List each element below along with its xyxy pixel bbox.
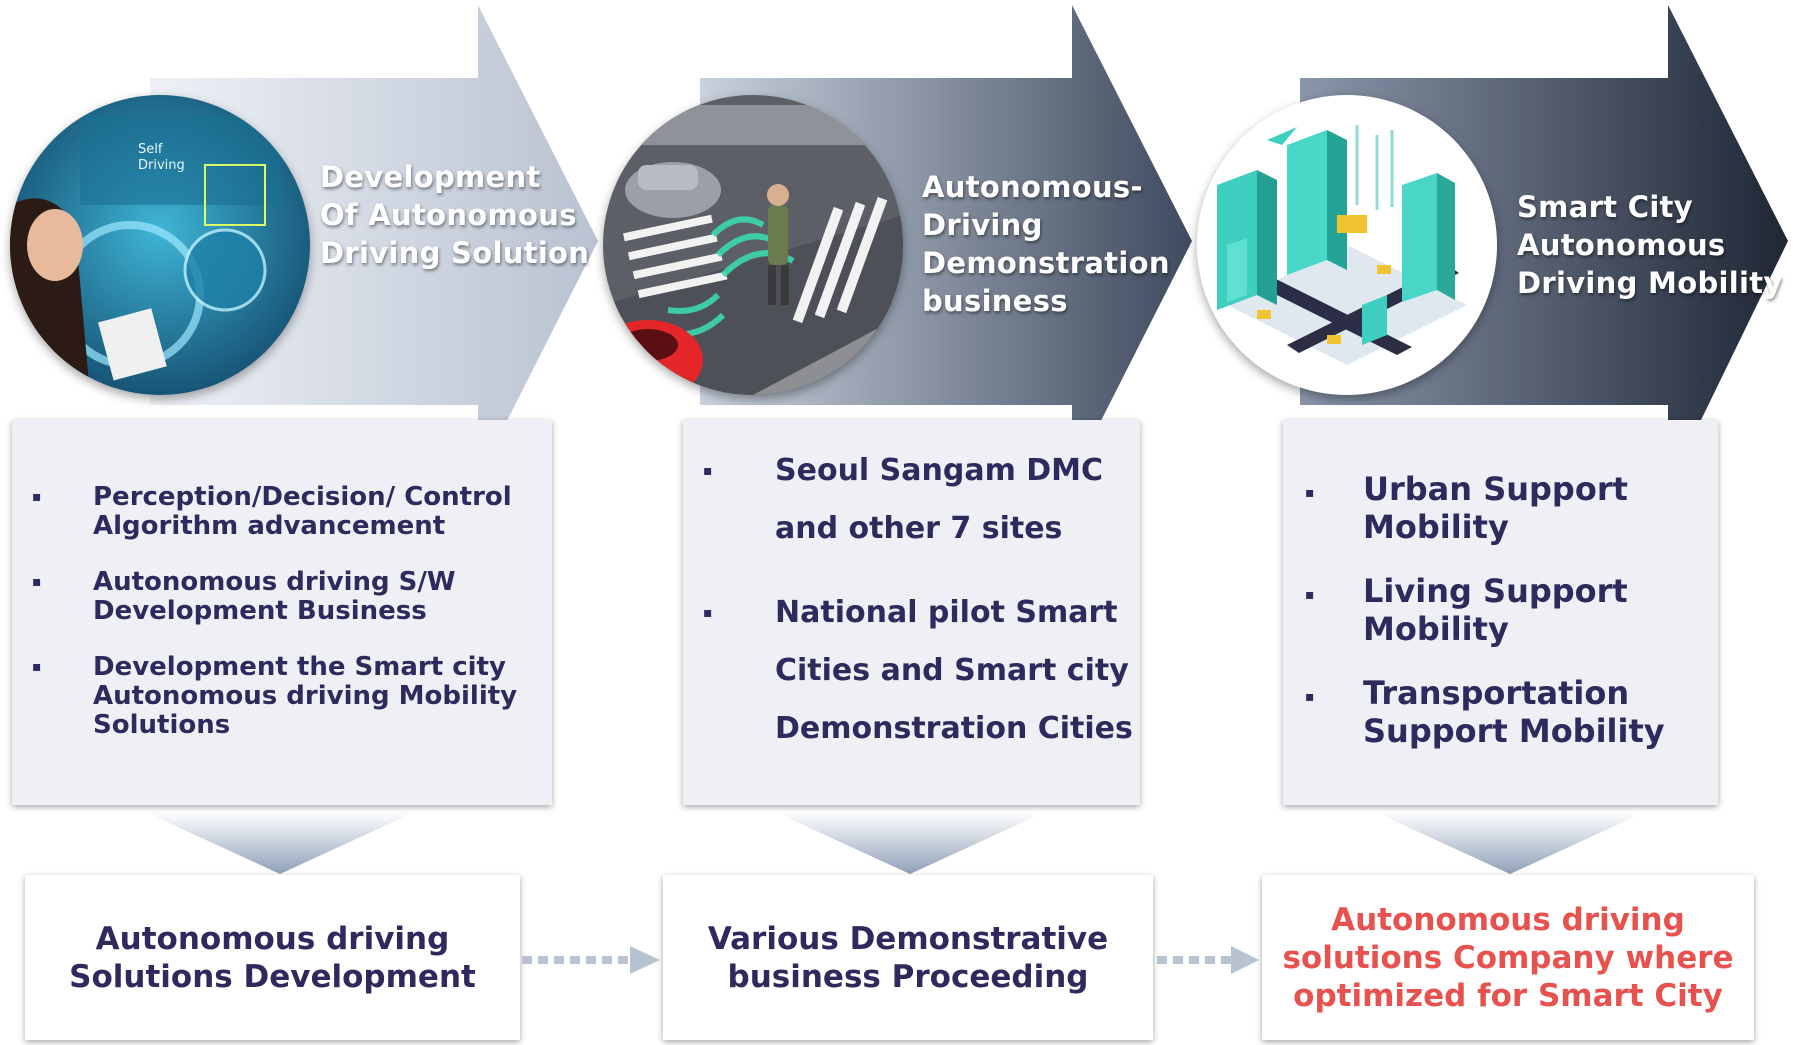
down-arrow-icon bbox=[775, 812, 1045, 874]
street-crossing-sensor-image bbox=[603, 95, 903, 395]
stage-2-title: Autonomous- Driving Demonstration busine… bbox=[922, 170, 1170, 318]
bullet-icon: ▪ bbox=[703, 605, 713, 621]
list-item: ▪ Transportation Support Mobility bbox=[1305, 674, 1665, 750]
bullet-icon: ▪ bbox=[1305, 689, 1315, 705]
list-item: ▪ Development the Smart city Autonomous … bbox=[32, 652, 518, 740]
self-driving-label: Self bbox=[138, 142, 163, 157]
stage-2-details: ▪ Seoul Sangam DMC and other 7 sites ▪ N… bbox=[683, 420, 1140, 805]
bullet-icon: ▪ bbox=[32, 574, 42, 590]
self-driving-label-2: Driving bbox=[138, 158, 185, 173]
stage-3-details: ▪ Urban Support Mobility ▪ Living Suppor… bbox=[1283, 420, 1718, 805]
stage-1-details: ▪ Perception/Decision/ Control Algorithm… bbox=[12, 420, 552, 805]
list-item: ▪ Seoul Sangam DMC and other 7 sites bbox=[683, 442, 1140, 558]
bullet-icon: ▪ bbox=[32, 659, 42, 675]
stage-2-result: Various Demonstrative business Proceedin… bbox=[663, 875, 1153, 1040]
list-item: ▪ National pilot Smart Cities and Smart … bbox=[683, 584, 1140, 758]
bullet-icon: ▪ bbox=[1305, 587, 1315, 603]
self-driving-car-interior-image: Self Driving bbox=[10, 95, 310, 395]
bullet-icon: ▪ bbox=[1305, 485, 1315, 501]
result-text: Various Demonstrative business Proceedin… bbox=[707, 920, 1109, 995]
stage-3-title: Smart City Autonomous Driving Mobility bbox=[1517, 190, 1783, 300]
dotted-arrow-icon bbox=[522, 946, 660, 974]
down-arrow-icon bbox=[1375, 812, 1645, 874]
result-text-highlight: Autonomous driving solutions Company whe… bbox=[1282, 901, 1734, 1014]
bullet-icon: ▪ bbox=[703, 463, 713, 479]
stage-1-result: Autonomous driving Solutions Development bbox=[25, 875, 520, 1040]
list-item: ▪ Perception/Decision/ Control Algorithm… bbox=[32, 482, 512, 541]
stage-arrow-1 bbox=[150, 5, 598, 478]
bullet-icon: ▪ bbox=[32, 489, 42, 505]
result-text: Autonomous driving Solutions Development bbox=[69, 920, 476, 995]
list-item: ▪ Living Support Mobility bbox=[1305, 572, 1628, 648]
stage-3-result: Autonomous driving solutions Company whe… bbox=[1262, 875, 1754, 1040]
down-arrow-icon bbox=[145, 812, 415, 874]
list-item: ▪ Autonomous driving S/W Development Bus… bbox=[32, 567, 456, 626]
list-item: ▪ Urban Support Mobility bbox=[1305, 470, 1628, 546]
dotted-arrow-icon bbox=[1157, 946, 1259, 974]
stage-1-title: Development Of Autonomous Driving Soluti… bbox=[320, 160, 590, 270]
isometric-smart-city-image bbox=[1197, 95, 1497, 395]
